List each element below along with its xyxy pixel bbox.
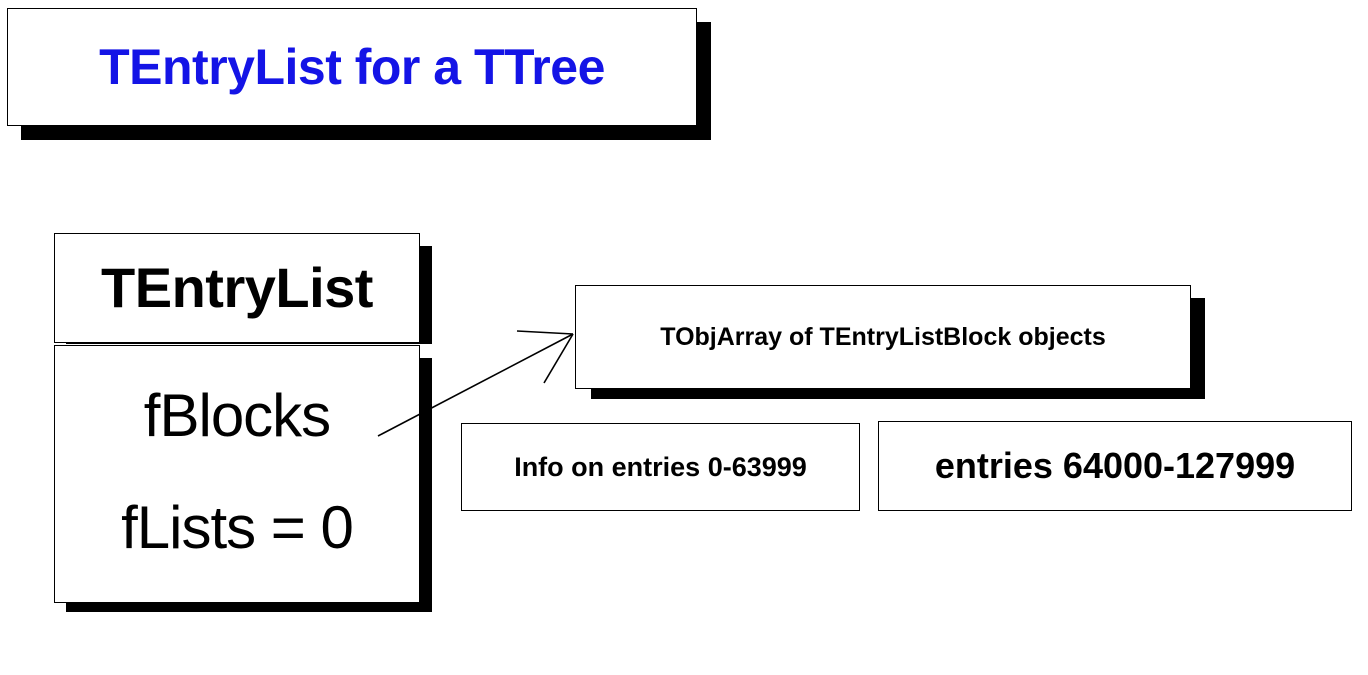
arrowhead-barb-lower <box>543 333 574 384</box>
entrylist-field-fblocks: fBlocks <box>143 382 331 449</box>
entrylist-class-name: TEntryList <box>101 256 373 319</box>
entrylistblock-label-second: entries 64000-127999 <box>934 445 1296 486</box>
entrylistblock-box-second: entries 64000-127999 <box>878 421 1352 511</box>
title-box: TEntryList for a TTree <box>7 8 697 126</box>
entrylist-body-box: fBlocks fLists = 0 <box>54 345 420 603</box>
entrylist-field-flists: fLists = 0 <box>121 494 354 561</box>
entrylistblock-box-first: Info on entries 0-63999 <box>461 423 860 511</box>
entrylistblock-label-first: Info on entries 0-63999 <box>514 451 807 482</box>
entrylist-header-box: TEntryList <box>54 233 420 343</box>
arrowhead-barb-upper <box>516 330 574 335</box>
objarray-label: TObjArray of TEntryListBlock objects <box>660 322 1106 351</box>
page-title: TEntryList for a TTree <box>99 39 605 95</box>
objarray-box: TObjArray of TEntryListBlock objects <box>575 285 1191 389</box>
